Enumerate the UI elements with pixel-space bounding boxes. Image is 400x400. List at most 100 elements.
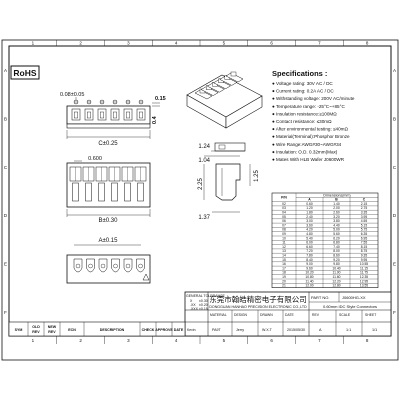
dim-table-cell: 1.20: [306, 206, 313, 210]
title-value: 2015/05/30: [287, 328, 305, 332]
front-contact-slots: [71, 108, 146, 121]
dim-125: 1.25: [254, 170, 260, 182]
iso-contact: [213, 79, 232, 90]
tolerance-value: ±0.20: [199, 303, 208, 307]
pitch-label: 0.08±0.05: [60, 92, 84, 98]
dim-table-cell: 5.60: [333, 232, 340, 236]
title-block: GENERAL TOLERANCE X±0.30.XX±0.20.XXX±0.1…: [184, 291, 392, 337]
iso-contact: [225, 72, 244, 83]
title-value: W.X.T: [262, 328, 273, 332]
dim-table-cell: 12.80: [332, 284, 340, 288]
dim-124: 1.24: [198, 144, 210, 150]
spec-line: ● Mates With HLB Wafer J0600WR: [272, 157, 345, 162]
dim-table-header: B: [335, 198, 338, 202]
dim-table-cell: 2.15: [361, 202, 368, 206]
iso-contact: [219, 76, 238, 86]
zone-letter-left: F: [4, 310, 7, 315]
title-value: Jerry: [236, 328, 244, 332]
zone-number-top: 8: [366, 41, 369, 46]
title-label: DRAWN: [260, 313, 273, 317]
zone-number-bottom: 2: [79, 338, 82, 343]
tolerance-key: .XX: [190, 303, 196, 307]
title-value: PA9T: [212, 328, 222, 332]
approve-value: Kevin: [187, 328, 196, 332]
zone-number-top: 6: [270, 41, 273, 46]
dim-table-cell: 8.60: [333, 254, 340, 258]
dim-137: 1.37: [198, 215, 210, 221]
dim-table-cell: 06: [282, 219, 286, 223]
dim-table-cell: 16: [282, 262, 286, 266]
dim-table-cell: 02: [282, 202, 286, 206]
zone-letter-left: D: [4, 213, 8, 218]
dim-table-cell: 5.40: [306, 236, 313, 240]
zone-number-bottom: 1: [32, 338, 35, 343]
top-dim: 0.15: [155, 96, 166, 102]
dim-table-title: Dimensions(mm): [323, 193, 350, 197]
dim-table-cell: 9.35: [361, 254, 368, 258]
zone-letter-right: F: [393, 310, 396, 315]
dimension-table: Dimensions(mm)P/N02030405060708091011121…: [271, 192, 379, 288]
dim-table-cell: 2.00: [333, 206, 340, 210]
title-value: A: [319, 328, 322, 332]
tolerance-value: ±0.30: [199, 299, 208, 303]
part-no-label: PART NO.: [311, 295, 329, 300]
dim-table-cell: 3.80: [333, 219, 340, 223]
dim-table-cell: 10.20: [305, 271, 313, 275]
iso-contact: [200, 86, 219, 96]
c-dim: C±0.25: [98, 141, 118, 147]
dim-table-cell: 6.60: [306, 245, 313, 249]
zone-number-top: 2: [79, 41, 82, 46]
dim-table-cell: 11.60: [332, 275, 340, 279]
zone-number-bottom: 7: [318, 338, 321, 343]
spec-line: ● Voltage rating: 30V AC / DC: [272, 81, 333, 86]
side-view-1: 1.24: [198, 142, 246, 152]
dim-table-cell: 13.55: [360, 284, 368, 288]
dim-table-cell: 8.40: [306, 258, 313, 262]
dim-table-cell: 4.55: [361, 219, 368, 223]
front-pin-markers: [73, 99, 144, 105]
dim-table-cell: 4.40: [333, 223, 340, 227]
dim-104: 1.04: [198, 158, 210, 164]
dim-table-cell: 4.20: [306, 228, 313, 232]
iso-contact: [194, 89, 213, 100]
zone-letter-left: C: [4, 165, 8, 170]
dim-table-cell: 3.00: [306, 219, 313, 223]
revision-header: REV: [32, 330, 40, 334]
spec-line: ● Insulation resistance:≥100MΩ: [272, 111, 337, 116]
dim-table-cell: 3.35: [361, 211, 368, 215]
revision-header: DATE: [174, 328, 184, 332]
product-name: 0.60mm IDC Style Connectors: [323, 304, 377, 309]
bottom-view: A±0.15: [66, 238, 151, 284]
dim-table-cell: 6.20: [333, 236, 340, 240]
dim-table-cell: 14: [282, 254, 286, 258]
title-label: MATERIAL: [210, 313, 227, 317]
b-dim: B±0.30: [99, 218, 119, 224]
zone-number-top: 3: [127, 41, 130, 46]
title-label: SHEET: [365, 313, 376, 317]
side-dim: 0.4: [152, 115, 158, 124]
tolerance-label: GENERAL TOLERANCE: [186, 294, 226, 298]
dim-table-cell: 0.60: [306, 202, 313, 206]
dim-table-cell: 08: [282, 228, 286, 232]
inner-dim: 0.600: [88, 156, 102, 162]
dim-table-cell: 11.00: [332, 271, 340, 275]
title-label: DATE: [285, 313, 295, 317]
specifications: Specifications : ● Voltage rating: 30V A…: [272, 69, 355, 162]
dim-table-cell: 04: [282, 211, 286, 215]
zone-letter-right: A: [393, 68, 396, 73]
dim-table-cell: 18: [282, 271, 286, 275]
iso-contact: [206, 82, 225, 93]
title-label: REV: [312, 313, 320, 317]
dim-table-cell: 2.60: [333, 211, 340, 215]
dim-table-header: A: [308, 198, 311, 202]
dim-table-cell: 9.20: [333, 258, 340, 262]
dim-table-cell: 11.75: [360, 271, 368, 275]
zone-letter-right: B: [393, 117, 396, 122]
dim-table-cell: 4.80: [306, 232, 313, 236]
dim-table-cell: 10: [282, 236, 286, 240]
spec-line: ● Temperature range: -25°C~+85°C: [272, 104, 345, 109]
dim-table-cell: 12: [282, 245, 286, 249]
